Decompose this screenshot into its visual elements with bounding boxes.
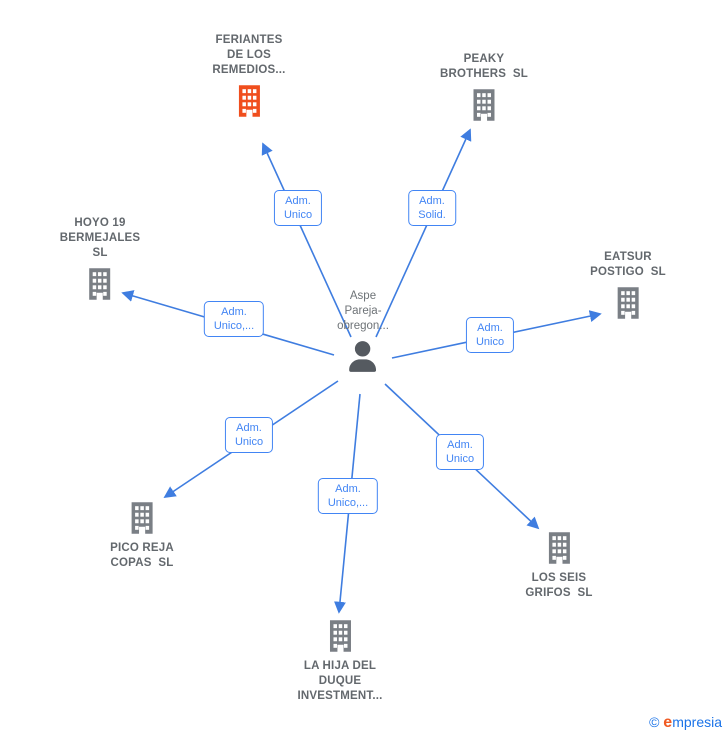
edge-label-feriantes[interactable]: Adm. Unico <box>273 190 323 226</box>
building-icon[interactable] <box>86 268 114 300</box>
company-name-feriantes[interactable]: FERIANTES DE LOS REMEDIOS... <box>212 34 286 76</box>
brand-logo-letter: e <box>663 714 673 731</box>
node-eatsur[interactable]: EATSUR POSTIGO SL <box>590 250 666 319</box>
building-icon[interactable] <box>614 287 642 319</box>
company-name-pico[interactable]: PICO REJA COPAS SL <box>110 542 174 569</box>
node-grifos[interactable]: LOS SEIS GRIFOS SL <box>525 532 592 601</box>
edge-label-pico[interactable]: Adm. Unico <box>224 417 274 453</box>
building-icon[interactable] <box>470 89 498 121</box>
company-name-eatsur[interactable]: EATSUR POSTIGO SL <box>590 251 666 278</box>
edge-label-peaky[interactable]: Adm. Solid. <box>408 190 456 226</box>
building-icon[interactable] <box>128 502 156 534</box>
building-icon[interactable] <box>545 532 573 564</box>
brand-name-text: mpresia <box>672 714 722 730</box>
edge-label-eatsur[interactable]: Adm. Unico <box>465 317 515 353</box>
building-icon[interactable] <box>326 620 354 652</box>
company-name-hija[interactable]: LA HIJA DEL DUQUE INVESTMENT... <box>297 660 383 702</box>
edge-label-grifos[interactable]: Adm. Unico <box>435 434 485 470</box>
node-hija[interactable]: LA HIJA DEL DUQUE INVESTMENT... <box>297 620 382 704</box>
person-icon[interactable] <box>349 341 377 372</box>
node-hoyo[interactable]: HOYO 19 BERMEJALES SL <box>60 216 141 300</box>
node-peaky[interactable]: PEAKY BROTHERS SL <box>440 52 528 121</box>
node-pico[interactable]: PICO REJA COPAS SL <box>110 502 174 571</box>
edge-label-hija[interactable]: Adm. Unico,... <box>317 478 379 514</box>
building-icon-highlighted[interactable] <box>235 85 263 117</box>
edge-line-peaky <box>375 128 472 338</box>
node-feriantes[interactable]: FERIANTES DE LOS REMEDIOS... <box>212 33 285 117</box>
watermark-brand[interactable]: © empresia <box>649 714 722 732</box>
edge-label-hoyo[interactable]: Adm. Unico,... <box>203 301 265 337</box>
person-name[interactable]: Aspe Pareja- obregon... <box>337 290 389 332</box>
node-center-person[interactable]: Aspe Pareja- obregon... <box>337 289 389 372</box>
company-name-peaky[interactable]: PEAKY BROTHERS SL <box>439 53 529 80</box>
copyright-symbol: © <box>649 714 660 730</box>
company-name-hoyo[interactable]: HOYO 19 BERMEJALES SL <box>59 217 141 259</box>
company-name-grifos[interactable]: LOS SEIS GRIFOS SL <box>525 572 593 599</box>
